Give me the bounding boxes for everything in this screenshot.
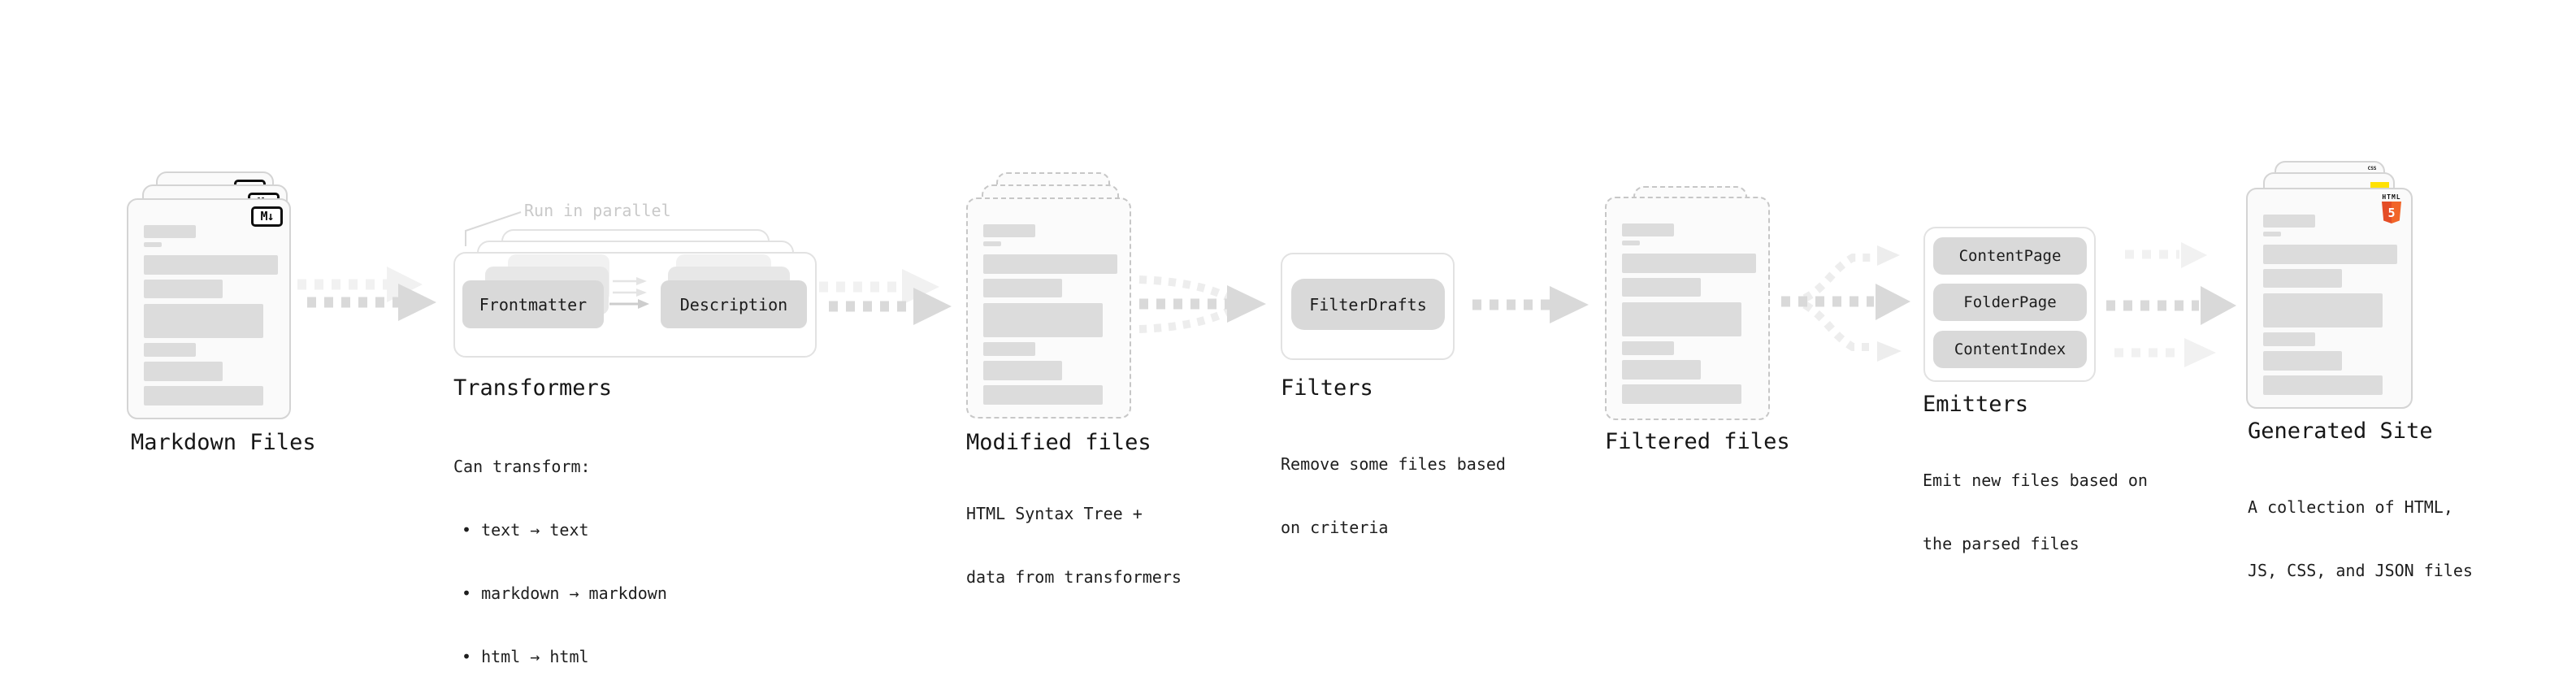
arrow-transformers-to-modified <box>819 269 952 325</box>
modified-files-details: HTML Syntax Tree + data from transformer… <box>966 461 1182 630</box>
modified-files-label: Modified files <box>966 430 1151 455</box>
placeholder-bar <box>2263 293 2383 327</box>
generated-site-label: Generated Site <box>2248 419 2433 444</box>
arrow-modified-to-filters <box>1138 275 1266 333</box>
markdown-file-card-front: M↓ <box>127 198 291 419</box>
placeholder-bar <box>983 342 1035 356</box>
placeholder-bar <box>144 255 278 275</box>
arrow-filters-to-filtered <box>1472 286 1589 323</box>
placeholder-bar <box>1622 278 1701 297</box>
detail-line: Can transform: <box>453 457 591 476</box>
placeholder-bar <box>2263 332 2315 346</box>
transformers-label: Transformers <box>453 375 613 401</box>
transformers-details: Can transform: • text → text • markdown … <box>453 414 667 681</box>
arrow-emitters-to-generated <box>2106 242 2236 367</box>
detail-line: HTML Syntax Tree + <box>966 504 1143 523</box>
placeholder-bar <box>983 241 1001 246</box>
placeholder-bar <box>144 225 196 238</box>
placeholder-bar <box>983 254 1117 274</box>
placeholder-bar <box>144 362 223 381</box>
filters-label: Filters <box>1281 375 1373 401</box>
detail-line: Remove some files based <box>1281 454 1506 474</box>
placeholder-bar <box>1622 384 1741 404</box>
placeholder-bar <box>144 280 223 298</box>
html5-icon-word: HTML <box>2382 193 2401 201</box>
placeholder-bar <box>2263 232 2281 236</box>
filtered-files-label: Filtered files <box>1605 429 1790 454</box>
markdown-files-label: Markdown Files <box>131 430 316 455</box>
transformer-node-description: Description <box>661 280 807 328</box>
detail-line: the parsed files <box>1923 534 2079 553</box>
detail-line: • text → text <box>462 520 589 540</box>
html5-icon-number: 5 <box>2387 205 2396 220</box>
placeholder-bar <box>983 361 1062 380</box>
modified-file-card-front <box>966 197 1131 419</box>
html5-icon: HTML 5 <box>2381 193 2402 223</box>
filter-node-filterdrafts: FilterDrafts <box>1291 279 1445 330</box>
emitter-node-contentpage: ContentPage <box>1933 237 2087 275</box>
arrow-markdown-to-transformers <box>297 267 436 321</box>
detail-line: Emit new files based on <box>1923 471 2148 490</box>
js-icon <box>2370 182 2389 189</box>
placeholder-bar <box>1622 341 1674 355</box>
emitters-label: Emitters <box>1923 392 2029 417</box>
emitters-details: Emit new files based on the parsed files <box>1923 427 2148 596</box>
placeholder-bar <box>2263 351 2342 371</box>
detail-line: • markdown → markdown <box>462 583 667 603</box>
placeholder-bar <box>2263 245 2397 264</box>
placeholder-bar <box>983 303 1103 337</box>
placeholder-bar <box>983 385 1103 405</box>
placeholder-bar <box>144 242 162 247</box>
filters-details: Remove some files based on criteria <box>1281 411 1506 580</box>
filtered-file-card-front <box>1605 197 1770 420</box>
emitter-node-folderpage: FolderPage <box>1933 284 2087 321</box>
placeholder-bar <box>144 386 263 406</box>
detail-line: data from transformers <box>966 567 1182 587</box>
placeholder-bar <box>1622 223 1674 236</box>
run-in-parallel-note: Run in parallel <box>524 201 671 220</box>
generated-site-card-front: HTML 5 <box>2246 188 2413 409</box>
placeholder-bar <box>1622 360 1701 380</box>
placeholder-bar <box>144 304 263 338</box>
transformer-node-frontmatter: Frontmatter <box>462 280 604 328</box>
detail-line: JS, CSS, and JSON files <box>2248 561 2473 580</box>
placeholder-bar <box>1622 302 1741 336</box>
placeholder-bar <box>983 224 1035 237</box>
detail-line: on criteria <box>1281 518 1389 537</box>
placeholder-bar <box>1622 254 1756 273</box>
placeholder-bar <box>983 279 1062 297</box>
emitter-node-contentindex: ContentIndex <box>1933 331 2087 368</box>
markdown-icon: M↓ <box>251 206 283 227</box>
arrow-filtered-to-emitters <box>1781 245 1910 362</box>
detail-line: A collection of HTML, <box>2248 497 2453 517</box>
placeholder-bar <box>2263 269 2342 288</box>
detail-line: • html → html <box>462 647 589 666</box>
placeholder-bar <box>2263 375 2383 395</box>
placeholder-bar <box>1622 241 1640 245</box>
placeholder-bar <box>144 343 196 357</box>
generated-site-details: A collection of HTML, JS, CSS, and JSON … <box>2248 454 2473 623</box>
placeholder-bar <box>2263 215 2315 228</box>
